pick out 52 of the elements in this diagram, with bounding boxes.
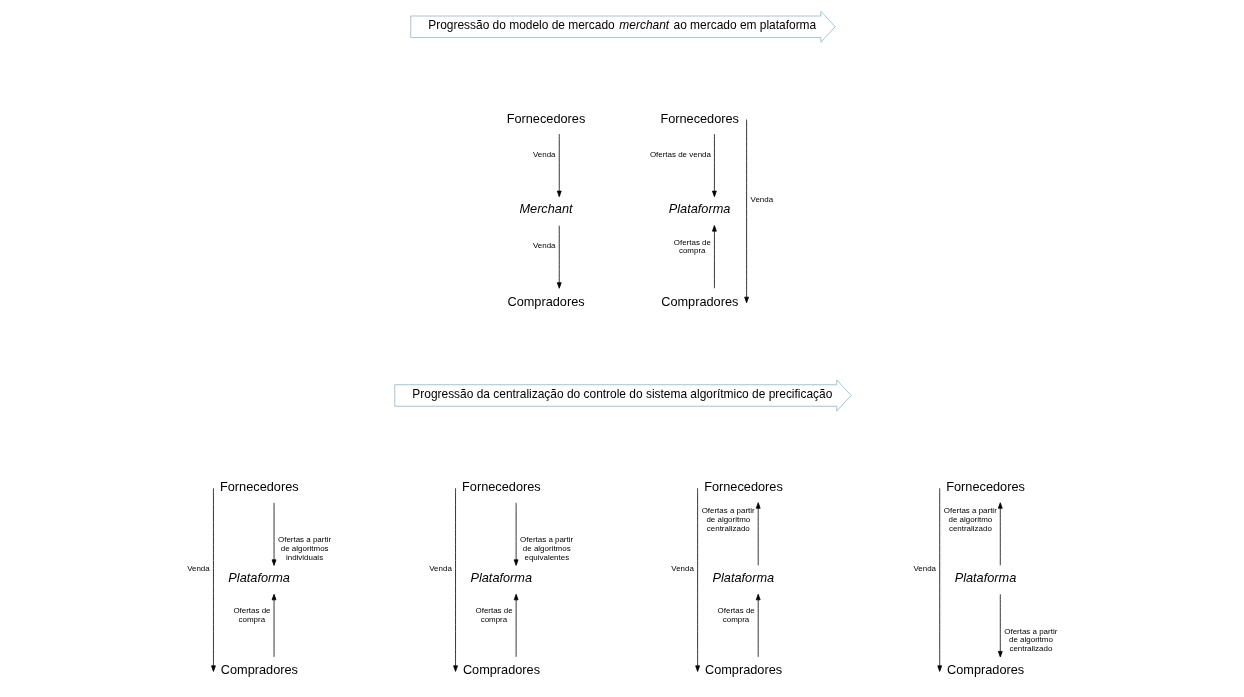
arrow [556, 133, 562, 198]
edge-label: Ofertas a partir de algoritmo centralizado [1004, 626, 1058, 654]
arrow [513, 593, 519, 658]
arrow [937, 487, 943, 672]
arrow [755, 593, 761, 658]
node-text: Compradores [661, 293, 739, 309]
arrow [755, 502, 761, 566]
arrow [695, 487, 700, 672]
edge-label: Venda [429, 564, 452, 574]
node-text: Compradores [704, 662, 783, 678]
node-text: Merchant [519, 201, 573, 217]
arrow [556, 225, 562, 289]
edge-label: Venda [187, 564, 210, 574]
node-text: Plataforma [228, 570, 290, 586]
arrow [453, 487, 458, 672]
edge-label: Venda [671, 564, 694, 574]
edge-label: Ofertas de compra [475, 606, 513, 625]
edge-label: Venda [750, 195, 774, 205]
arrow [744, 119, 749, 304]
arrow [271, 502, 277, 566]
node-text: Fornecedores [462, 479, 541, 495]
edge-label: Ofertas de compra [673, 237, 711, 256]
node-text: Compradores [462, 662, 541, 678]
edge-label: Ofertas a partir de algoritmo centralizado [943, 506, 997, 533]
arrow [513, 502, 519, 566]
edge-label: Ofertas a partir de algoritmos equivalentes [520, 535, 574, 562]
edge-label: Venda [532, 149, 556, 159]
node-text: Plataforma [954, 570, 1017, 586]
arrow [211, 487, 216, 672]
node-text: Plataforma [712, 570, 775, 586]
node-text: Plataforma [470, 570, 533, 586]
edge-label: Ofertas de compra [717, 606, 755, 625]
node-text: Compradores [947, 662, 1025, 678]
arrow [712, 225, 717, 289]
edge-label: Venda [532, 241, 556, 251]
arrow [271, 593, 277, 658]
node-text: Fornecedores [506, 110, 586, 126]
arrow [712, 133, 717, 198]
edge-label: Ofertas a partir de algoritmos individuais [278, 535, 332, 562]
edge-label: Ofertas a partir de algoritmo centralizado [701, 506, 755, 533]
arrow [997, 593, 1003, 658]
node-text: Fornecedores [660, 110, 739, 126]
edge-label: Venda [913, 564, 936, 574]
arrow [997, 502, 1003, 566]
edge-label: Ofertas de compra [233, 606, 271, 625]
node-text: Compradores [507, 293, 585, 309]
node-text: Plataforma [668, 201, 731, 217]
edge-label: Ofertas de venda [649, 149, 711, 159]
node-text: Fornecedores [704, 479, 783, 495]
node-text: Fornecedores [946, 479, 1025, 495]
node-text: Compradores [220, 662, 298, 678]
node-text: Fornecedores [220, 479, 299, 495]
